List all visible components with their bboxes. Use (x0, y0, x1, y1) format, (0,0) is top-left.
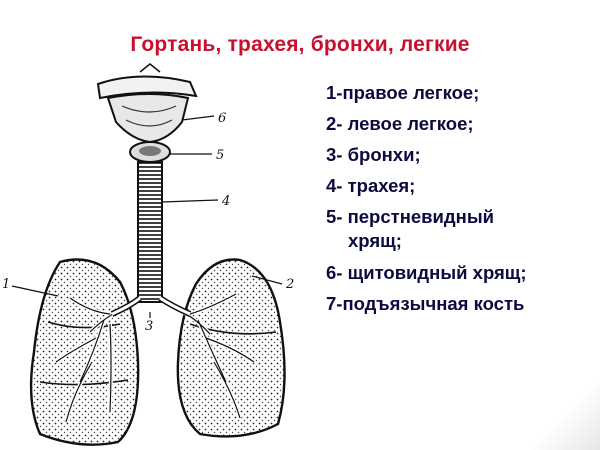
legend-item-text: 4- трахея; (326, 175, 416, 196)
legend-item: 3- бронхи; (326, 139, 596, 170)
legend-list: 1-правое легкое; 2- левое легкое; 3- бро… (326, 77, 596, 319)
trachea (137, 161, 163, 303)
cricoid-cartilage (129, 141, 171, 163)
label-3: 3 (145, 319, 153, 334)
anatomy-figure: 6 5 4 1 2 3 (0, 62, 310, 450)
page-curl-shadow (510, 380, 600, 450)
legend-item: 6- щитовидный хрящ; (326, 257, 596, 288)
hyoid-bone (96, 63, 198, 100)
legend-item-text: 1-правое легкое; (326, 82, 480, 103)
anatomy-svg: 6 5 4 1 2 3 (2, 63, 294, 446)
legend-item: 2- левое легкое; (326, 108, 596, 139)
label-2: 2 (285, 277, 294, 292)
label-1: 1 (2, 277, 10, 292)
legend-item-text: 2- левое легкое; (326, 113, 474, 134)
main-bronchi (110, 295, 192, 317)
legend-item: 1-правое легкое; (326, 77, 596, 108)
slide-title: Гортань, трахея, бронхи, легкие (130, 33, 470, 56)
legend-item: 4- трахея; (326, 170, 596, 201)
legend-item-continuation: хрящ; (348, 230, 402, 251)
legend-item-text: 5- перстневидный (326, 206, 494, 227)
legend-item-text: 6- щитовидный хрящ; (326, 262, 527, 283)
label-4: 4 (221, 194, 230, 209)
leader-lines (11, 115, 283, 318)
label-6: 6 (218, 111, 226, 126)
left-lung (161, 258, 286, 438)
legend-item-text: 3- бронхи; (326, 144, 421, 165)
legend-item: 7-подъязычная кость (326, 288, 596, 319)
legend-item-text: 7-подъязычная кость (326, 293, 525, 314)
thyroid-cartilage (106, 93, 190, 144)
right-lung (29, 258, 140, 446)
label-5: 5 (216, 148, 224, 163)
legend-item: 5- перстневидный хрящ; (326, 201, 596, 253)
